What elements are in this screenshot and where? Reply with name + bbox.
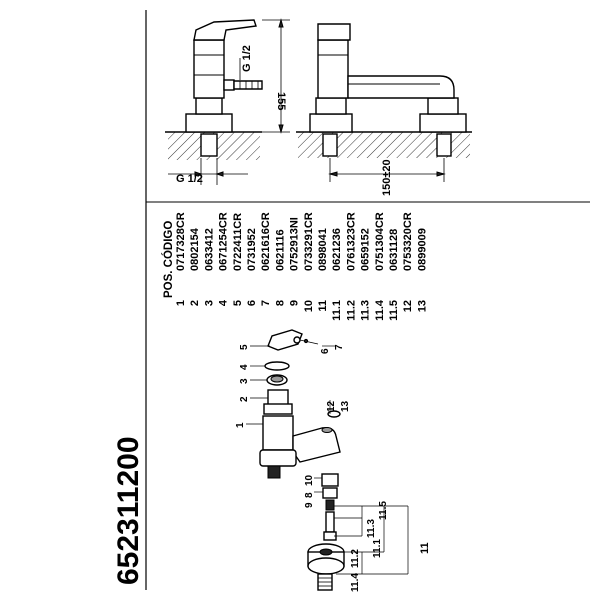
parts-table-code: 0659152 xyxy=(360,228,372,271)
parts-table-pos: 11.3 xyxy=(360,300,372,321)
side-view-thread-label: G 1/2 xyxy=(241,45,253,72)
parts-table-code: 0899009 xyxy=(416,228,428,271)
callout-3: 3 xyxy=(239,378,250,384)
exploded-spout xyxy=(292,426,341,463)
exploded-aerator xyxy=(327,410,341,418)
parts-table-pos: 5 xyxy=(232,300,244,306)
side-view-hose-tail xyxy=(233,80,263,90)
parts-table-header-code: CÓDIGO xyxy=(162,221,175,268)
exploded-callouts: 5 4 3 2 1 6 7 12 13 10 8 9 11.5 11.3 11.… xyxy=(235,344,431,592)
front-view-right-pipe xyxy=(436,133,452,157)
parts-table-pos: 9 xyxy=(289,300,301,306)
front-view-spout xyxy=(347,75,455,99)
callout-12: 12 xyxy=(326,400,337,412)
front-view-left-collar xyxy=(315,97,347,115)
side-view-lever xyxy=(193,19,257,41)
parts-table-code: 0898041 xyxy=(317,228,329,271)
exploded-view xyxy=(246,329,409,591)
parts-table-code: 0731952 xyxy=(246,228,258,271)
front-view-lever xyxy=(317,23,351,41)
callout-11-2: 11.2 xyxy=(350,549,361,568)
callout-4: 4 xyxy=(239,364,250,370)
parts-table-pos: 3 xyxy=(203,300,215,306)
callout-13: 13 xyxy=(340,400,351,412)
parts-table-pos: 4 xyxy=(218,299,230,306)
parts-table-code: 0802154 xyxy=(189,227,201,271)
parts-table-code: 0717328CR xyxy=(175,212,187,271)
front-view-left-base-nut xyxy=(309,113,353,133)
exploded-body xyxy=(262,415,294,451)
height-dimension-label: 155 xyxy=(275,92,287,110)
parts-table-pos: 8 xyxy=(274,300,286,306)
parts-table-pos: 11.2 xyxy=(345,300,357,321)
parts-table-pos: 10 xyxy=(303,300,315,312)
parts-table-code: 0761323CR xyxy=(345,212,357,271)
side-view-body xyxy=(193,39,225,99)
parts-table-pos: 7 xyxy=(260,300,272,306)
callout-10: 10 xyxy=(304,474,315,486)
callout-8: 8 xyxy=(304,492,315,498)
parts-table-pos: 6 xyxy=(246,300,258,306)
parts-table-pos: 12 xyxy=(402,300,414,312)
parts-table-code: 0733291CR xyxy=(303,212,315,271)
front-view: 150±20 xyxy=(296,23,472,196)
height-dimension: 155 xyxy=(262,18,290,134)
exploded-ring-4 xyxy=(264,361,290,371)
front-view-right-collar xyxy=(427,97,459,115)
parts-table: POS. CÓDIGO 1 0717328CR 2 0802154 3 0633412 4 0… xyxy=(162,212,428,321)
callout-9: 9 xyxy=(304,502,315,508)
parts-table-code: 0752913NI xyxy=(289,217,301,271)
parts-table-code: 0621236 xyxy=(331,228,343,271)
parts-table-code: 0621116 xyxy=(274,229,286,271)
parts-table-pos: 1 xyxy=(175,300,187,306)
parts-table-pos: 11.4 xyxy=(374,299,386,321)
parts-table-pos: 11.1 xyxy=(331,300,343,321)
exploded-nut-8 xyxy=(322,487,338,499)
side-view: G 1/2 G 1/2 xyxy=(165,19,263,185)
callout-11: 11 xyxy=(419,542,431,554)
callout-2: 2 xyxy=(239,396,250,402)
spacing-dimension-label: 150±20 xyxy=(381,159,393,196)
callout-6: 6 xyxy=(320,348,331,354)
side-view-inlet-pipe xyxy=(200,133,218,157)
front-view-body xyxy=(317,39,349,99)
parts-table-header-pos: POS. xyxy=(163,271,175,298)
front-view-left-pipe xyxy=(322,133,338,157)
parts-table-code: 0633412 xyxy=(203,228,215,271)
exploded-fixing-rod xyxy=(325,511,335,533)
parts-table-code: 0753320CR xyxy=(402,212,414,271)
parts-table-code: 0631128 xyxy=(388,229,400,271)
parts-table-rows: 1 0717328CR 2 0802154 3 0633412 4 0671254CR 5 072… xyxy=(175,212,428,321)
exploded-body-base xyxy=(259,449,297,467)
callout-11-3: 11.3 xyxy=(366,519,377,538)
exploded-nut-10 xyxy=(321,473,339,487)
parts-table-pos: 13 xyxy=(416,300,428,312)
parts-table-code: 0751304CR xyxy=(374,212,386,271)
parts-table-code: 0621616CR xyxy=(260,212,272,271)
parts-table-pos: 11.5 xyxy=(388,300,400,321)
callout-5: 5 xyxy=(239,344,250,350)
parts-table-code: 0722411CR xyxy=(232,213,244,271)
side-view-base-collar xyxy=(195,97,223,115)
callout-11-1: 11.1 xyxy=(372,539,383,558)
callout-11-4: 11.4 xyxy=(350,573,361,592)
side-view-bottom-thread-label: G 1/2 xyxy=(176,173,203,185)
callout-1: 1 xyxy=(235,422,246,428)
side-view-base-nut xyxy=(185,113,233,133)
parts-table-pos: 11 xyxy=(317,300,329,312)
callout-7: 7 xyxy=(334,344,345,350)
callout-11-5: 11.5 xyxy=(378,501,389,520)
parts-table-code: 0671254CR xyxy=(218,212,230,271)
product-code: 652311200 xyxy=(112,436,145,585)
parts-table-header: POS. CÓDIGO xyxy=(162,221,175,298)
parts-table-pos: 2 xyxy=(189,300,201,306)
front-view-right-base-nut xyxy=(419,113,467,133)
exploded-lever xyxy=(267,329,303,351)
side-view-hose-connector xyxy=(223,79,235,91)
